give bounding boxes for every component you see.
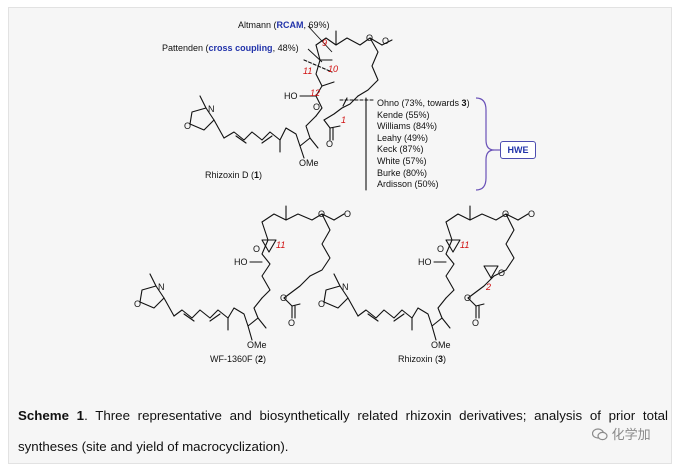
c1-num-9: 9 [322, 38, 328, 48]
c2-carbonyl-o: O [344, 209, 352, 219]
list-item: Burke (80%) [377, 167, 428, 178]
pattenden-annotation: Pattenden (cross coupling, 48%) [162, 43, 299, 53]
list-item: Ardisson (50%) [377, 179, 439, 190]
c2-oxazole-o: O [134, 299, 142, 309]
c2-ho: HO [234, 257, 248, 267]
compound-2-label: WF-1360F (2) [210, 354, 267, 364]
c1-oxazole-n: N [208, 104, 215, 114]
c1-ome: OMe [299, 158, 319, 168]
c1-num-1: 1 [341, 115, 347, 125]
c3-carbonyl-o2: O [472, 318, 480, 328]
altmann-annotation: Altmann (RCAM, 69%) [238, 20, 330, 30]
compound-1-label: Rhizoxin D (1) [205, 170, 263, 180]
list-item: Leahy (49%) [377, 132, 429, 143]
wechat-icon [591, 428, 608, 441]
c1-ring-o: O [366, 33, 374, 43]
c3-epoxide2-o: O [498, 268, 506, 278]
c1-oxazole-o: O [184, 121, 192, 131]
c1-num-12: 12 [310, 88, 321, 98]
c2-ome: OMe [247, 340, 267, 350]
c3-num-2: 2 [486, 282, 492, 292]
c2-ester-o: O [280, 293, 288, 303]
c3-oxazole-o: O [318, 299, 326, 309]
c3-ester-o: O [464, 293, 472, 303]
c1-lactone [357, 37, 379, 97]
watermark: 化学加 [591, 424, 651, 443]
c3-oxazole-n: N [342, 282, 349, 292]
c3-ho: HO [418, 257, 432, 267]
c3-ome: OMe [431, 340, 451, 350]
c2-num-11: 11 [276, 240, 286, 250]
c1-oxazole [189, 107, 215, 131]
list-item: Ohno (73%, towards 3) [377, 98, 470, 108]
c3-epoxide-o: O [437, 244, 445, 254]
c3-ring-o: O [502, 209, 510, 219]
c2-epoxide-o: O [253, 244, 261, 254]
c2-oxazole-n: N [158, 282, 165, 292]
hwe-synthesis-list: Ohno (73%, towards 3) Kende (55%) Willia… [377, 98, 470, 191]
c1-ring-right [323, 95, 359, 121]
list-item: Kende (55%) [377, 109, 430, 120]
c3-oxazole [323, 285, 349, 309]
c1-carbonyl-o2: O [326, 139, 334, 149]
scheme-panel [8, 7, 672, 464]
c2-oxazole [139, 285, 165, 309]
hwe-bracket [475, 97, 495, 191]
c1-ho: HO [284, 91, 298, 101]
c3-chain [357, 297, 447, 327]
c1-num-10: 10 [328, 64, 339, 74]
hwe-badge: HWE [500, 141, 536, 159]
c1-num-11: 11 [303, 66, 313, 76]
c3-carbonyl-o: O [528, 209, 536, 219]
c2-ring-o: O [318, 209, 326, 219]
list-item: Keck (87%) [377, 144, 424, 155]
c3-num-11: 11 [460, 240, 470, 250]
c1-chain [223, 115, 317, 147]
scheme-caption: Scheme 1. Three representative and biosy… [18, 408, 669, 454]
c1-ester-o: O [313, 102, 321, 112]
c1-carbonyl-o: O [382, 36, 390, 46]
c2-chain [173, 297, 263, 327]
c2-carbonyl-o2: O [288, 318, 296, 328]
compound-3-label: Rhizoxin (3) [398, 354, 447, 364]
list-item: Williams (84%) [377, 121, 438, 132]
list-item: White (57%) [377, 155, 427, 166]
